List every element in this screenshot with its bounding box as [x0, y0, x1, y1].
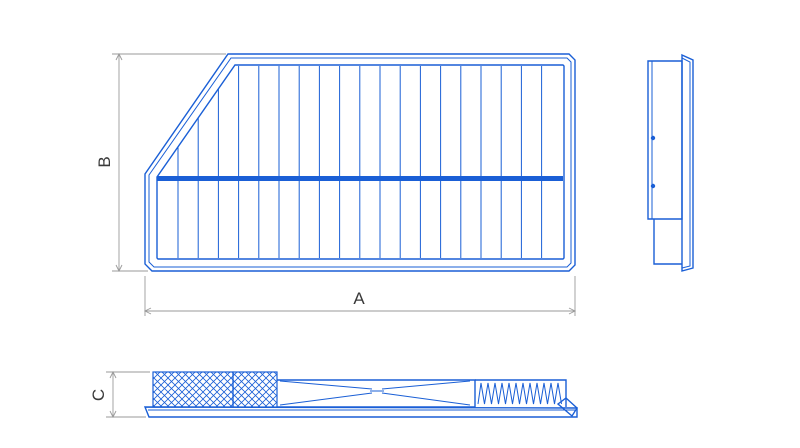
frame-middle — [148, 57, 572, 268]
frame-outer — [144, 53, 576, 272]
pleat-lines — [177, 66, 543, 258]
zigzag-path — [477, 382, 562, 405]
top-view — [144, 53, 576, 272]
dimension-c-label: C — [89, 389, 108, 401]
side-view — [647, 53, 694, 272]
front-view — [143, 371, 578, 418]
mesh-block-left — [152, 371, 234, 408]
dimension-b-label: B — [95, 156, 114, 167]
dimension-a-label: A — [353, 289, 365, 308]
dimension-a: A — [143, 276, 577, 316]
mesh-block-right — [232, 371, 278, 408]
center-strip — [157, 176, 563, 181]
dimension-b: B — [95, 52, 226, 273]
dimension-c: C — [89, 370, 150, 419]
frame-inner — [156, 64, 565, 260]
pleat-zigzag — [477, 382, 562, 405]
